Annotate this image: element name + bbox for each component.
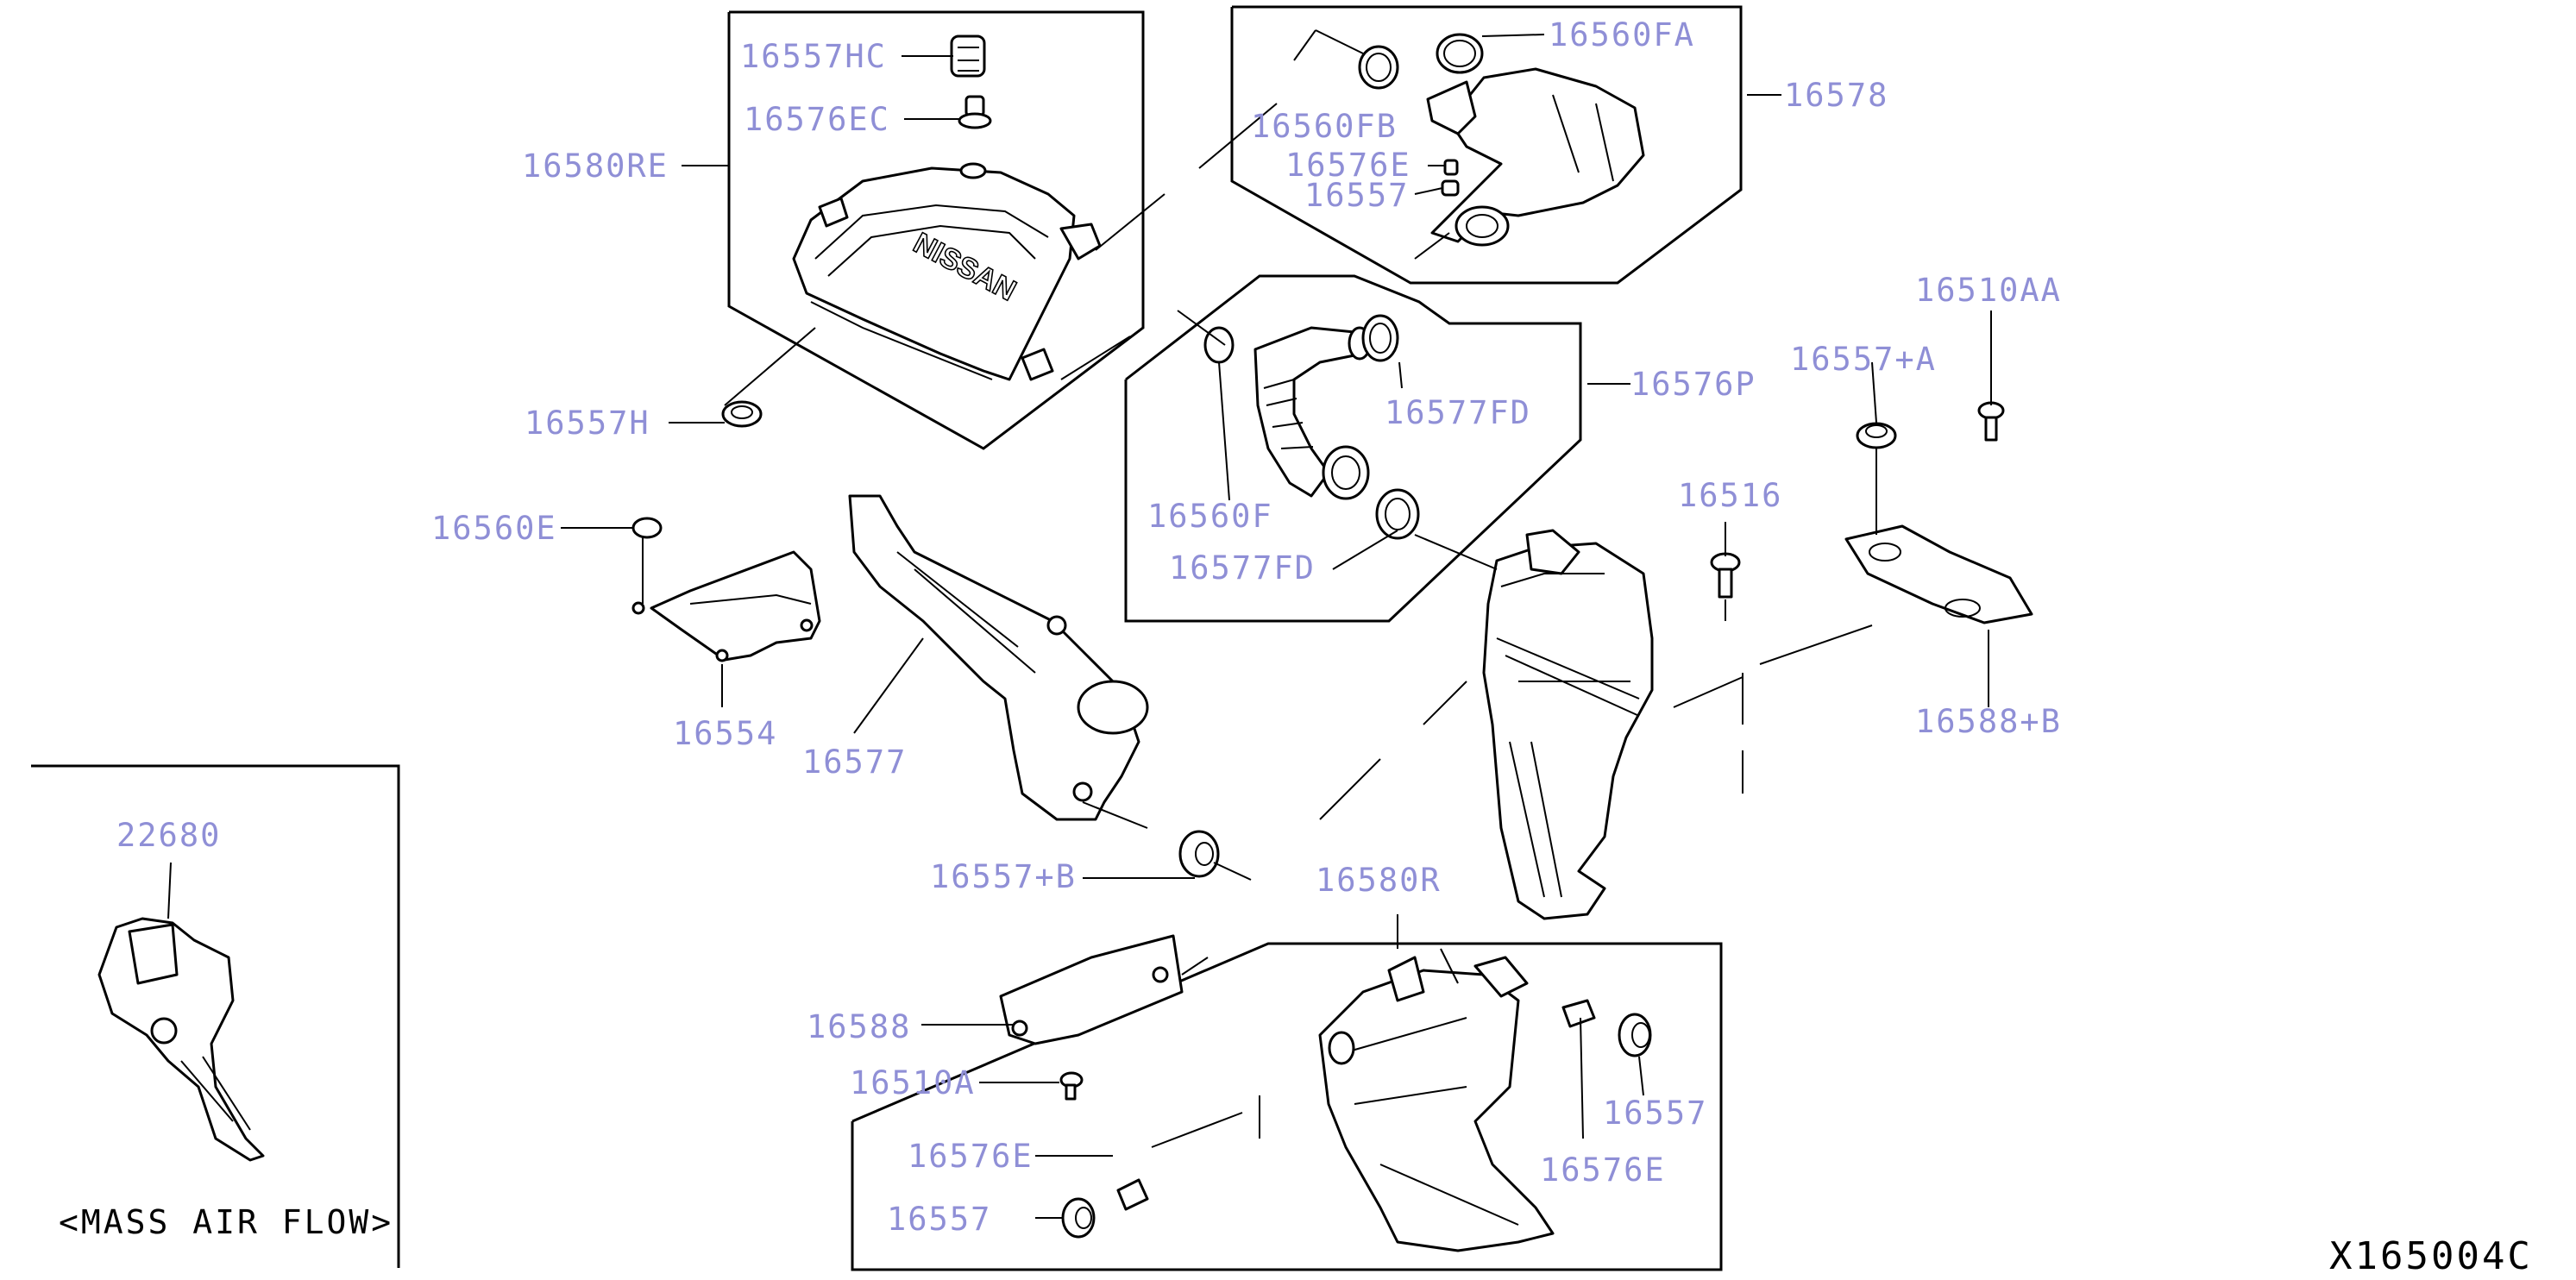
callout-16576p: 16576P <box>1630 366 1756 403</box>
callout-16557h: 16557H <box>525 405 650 442</box>
grommet-16557-right <box>1618 1013 1652 1057</box>
inlet-cover-16554 <box>631 550 821 662</box>
seal-16576ec <box>958 95 992 129</box>
mass-air-flow-inset-frame <box>31 764 400 1268</box>
callout-16578: 16578 <box>1784 77 1889 114</box>
callout-16577: 16577 <box>802 744 908 781</box>
connection-lines <box>1060 103 1873 1148</box>
mass-air-flow-sensor <box>97 917 265 1162</box>
callout-16560fb: 16560FB <box>1251 108 1398 145</box>
grommet-16557-bottom <box>1061 1197 1096 1239</box>
group-frame-air-duct <box>1124 274 1582 623</box>
callout-16560f: 16560F <box>1147 498 1273 535</box>
grommet-16557h <box>721 400 763 428</box>
inset-caption: <MASS AIR FLOW> <box>59 1203 394 1241</box>
callout-16557b: 16557+B <box>930 858 1077 895</box>
callout-16557hc: 16557HC <box>740 38 887 75</box>
callout-16510a: 16510A <box>850 1064 976 1101</box>
callout-16576e-bottom: 16576E <box>908 1138 1034 1175</box>
air-cleaner-lower-case <box>1318 956 1555 1252</box>
callout-16588b: 16588+B <box>1915 703 2062 740</box>
clip-16560e <box>631 517 663 539</box>
clamp-16577fd-lower <box>1375 488 1420 540</box>
callout-16557-right: 16557 <box>1603 1095 1708 1132</box>
air-inlet-duct <box>848 494 1149 821</box>
seal-16576e-right <box>1561 999 1596 1028</box>
callout-16554: 16554 <box>673 715 778 752</box>
leader-lines <box>167 29 1992 1219</box>
air-duct-hose <box>1253 326 1372 500</box>
bolt-16510a <box>1059 1071 1084 1101</box>
bracket-16588 <box>999 934 1184 1045</box>
clamp-16577fd-upper <box>1361 314 1399 362</box>
callout-16516: 16516 <box>1678 477 1783 514</box>
callout-16510aa: 16510AA <box>1915 272 2062 309</box>
callout-16588: 16588 <box>807 1008 912 1045</box>
callout-16576ec: 16576EC <box>744 101 890 138</box>
callout-22680: 22680 <box>116 817 222 854</box>
group-frame-air-cleaner-body <box>851 942 1723 1271</box>
bolt-16510aa <box>1977 401 2005 442</box>
diagram-id: X165004C <box>2329 1234 2533 1278</box>
callout-16576e-right: 16576E <box>1540 1151 1666 1189</box>
group-frame-resonator <box>1230 5 1743 285</box>
air-cleaner-cover: NISSAN <box>792 162 1102 381</box>
callout-16560e: 16560E <box>431 510 557 547</box>
air-cleaner-body <box>1482 529 1654 920</box>
clamp-16560fa <box>1436 33 1484 74</box>
bolt-16516 <box>1710 552 1741 599</box>
callout-16577fd-a: 16577FD <box>1385 394 1531 431</box>
callout-16557-bottom: 16557 <box>887 1201 992 1238</box>
resonator <box>1426 67 1645 247</box>
callout-16580r: 16580R <box>1316 862 1442 899</box>
callout-16557a: 16557+A <box>1790 341 1937 378</box>
clamp-16560fb <box>1358 45 1399 90</box>
callout-16560fa: 16560FA <box>1549 16 1695 53</box>
grommet-16557hc <box>950 35 986 78</box>
callout-16577fd-b: 16577FD <box>1169 549 1316 587</box>
grommet-16557b <box>1178 830 1220 878</box>
grommet-16557a <box>1856 422 1897 449</box>
callout-16580re: 16580RE <box>522 147 669 185</box>
group-frame-air-cleaner-cover <box>727 10 1145 450</box>
callout-16557-top: 16557 <box>1304 177 1410 214</box>
bracket-16588b <box>1844 524 2033 624</box>
callout-16576e-top: 16576E <box>1285 147 1411 184</box>
seal-16576e-bottom <box>1116 1178 1149 1211</box>
